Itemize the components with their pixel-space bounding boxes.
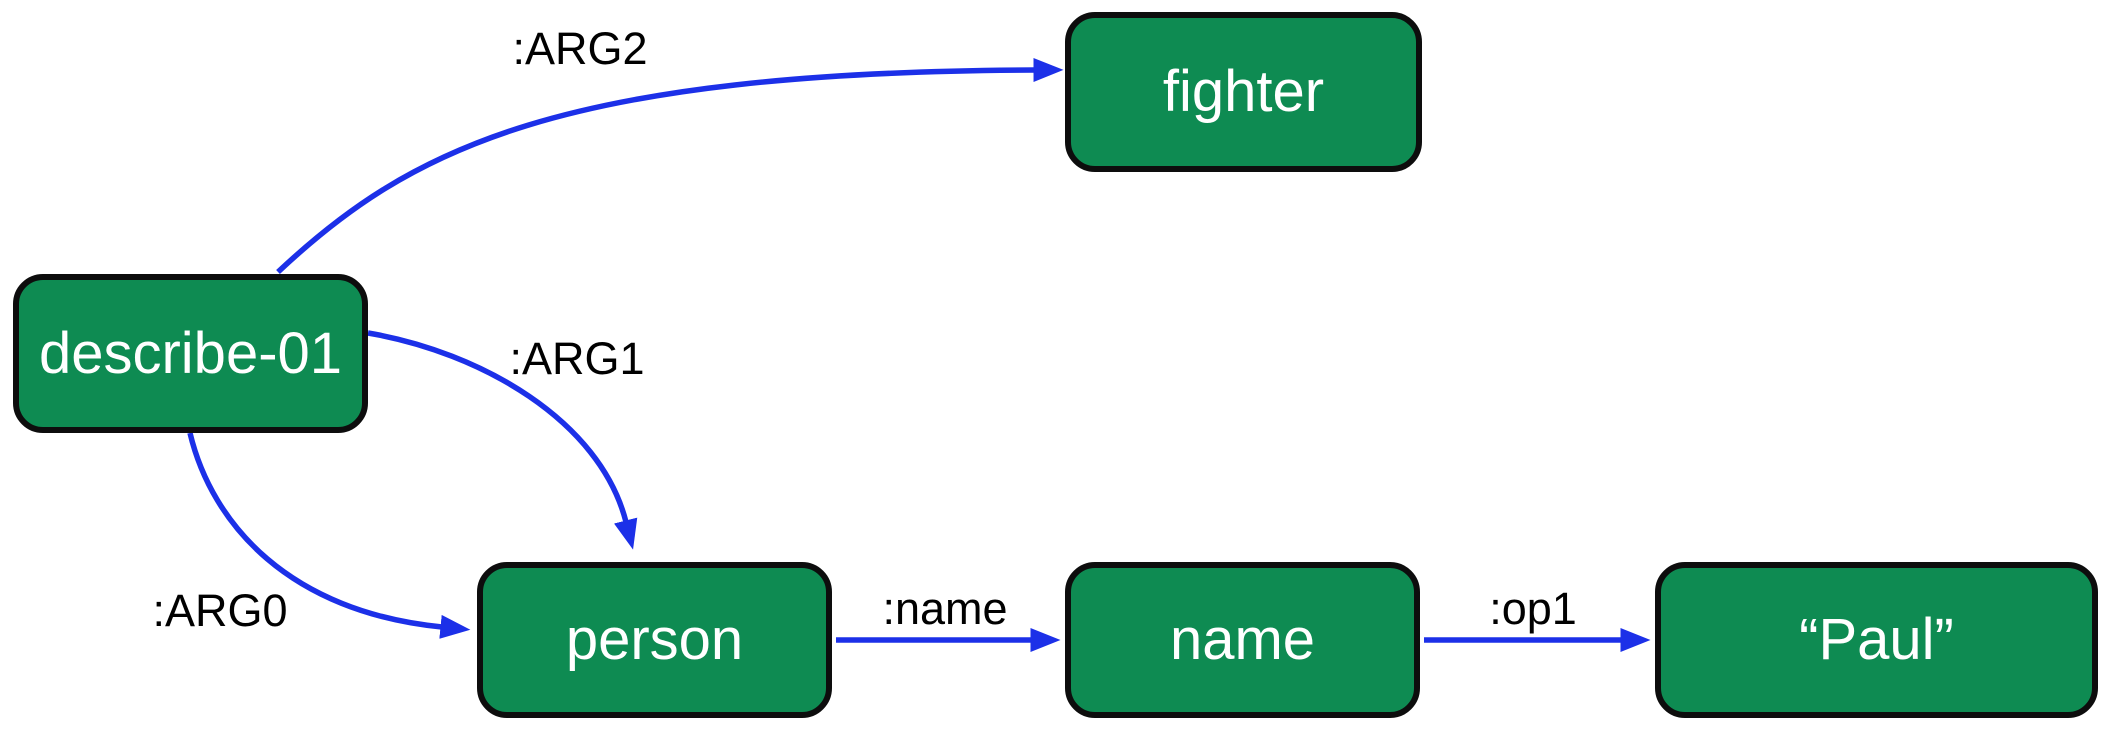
node-paul-literal: “Paul” (1655, 562, 2098, 718)
edge-label-arg2: :ARG2 (512, 23, 648, 74)
edge-label-name: :name (882, 583, 1008, 634)
edge-label-arg0: :ARG0 (152, 585, 288, 636)
node-describe-01: describe-01 (13, 274, 368, 433)
edge-arg0-curve (187, 432, 471, 639)
node-fighter: fighter (1065, 12, 1422, 172)
edge-arg2-curve (276, 58, 1064, 275)
node-person: person (477, 562, 832, 718)
edge-label-arg1: :ARG1 (509, 333, 645, 384)
edge-arg1-curve (367, 330, 638, 550)
node-name: name (1065, 562, 1420, 718)
edge-label-op1: :op1 (1489, 583, 1577, 634)
